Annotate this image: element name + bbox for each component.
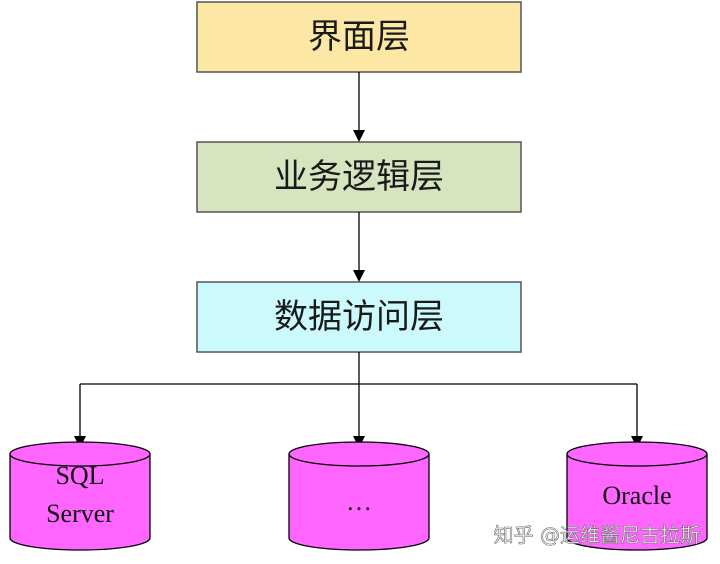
other-db-cylinder-body [288,453,430,551]
sql-server-cylinder-body [9,453,151,551]
sql-server-label-line2: Server [46,499,114,528]
sql-server-database: SQL Server [9,441,151,551]
data-access-layer-rect [196,281,522,353]
other-db-cylinder-top [288,441,430,467]
data-access-layer-box: 数据访问层 [196,281,522,353]
ui-layer-box: 界面层 [196,1,522,73]
other-database: … [288,441,430,551]
business-logic-layer-box: 业务逻辑层 [196,141,522,213]
ui-layer-rect [196,1,522,73]
other-db-label: … [346,487,372,516]
business-logic-layer-label: 业务逻辑层 [274,157,444,197]
business-logic-layer-rect [196,141,522,213]
oracle-cylinder-body [566,453,708,551]
oracle-cylinder-top [566,441,708,467]
oracle-database: Oracle [566,441,708,551]
zhihu-watermark: 知乎 @运维酱尼古拉斯 [494,523,700,547]
data-access-layer-label: 数据访问层 [274,297,444,337]
sql-server-label-line1: SQL [55,461,104,490]
sql-server-cylinder-top [9,441,151,467]
ui-layer-label: 界面层 [308,17,410,57]
fan-out-connector [74,352,643,448]
oracle-label: Oracle [602,481,671,510]
